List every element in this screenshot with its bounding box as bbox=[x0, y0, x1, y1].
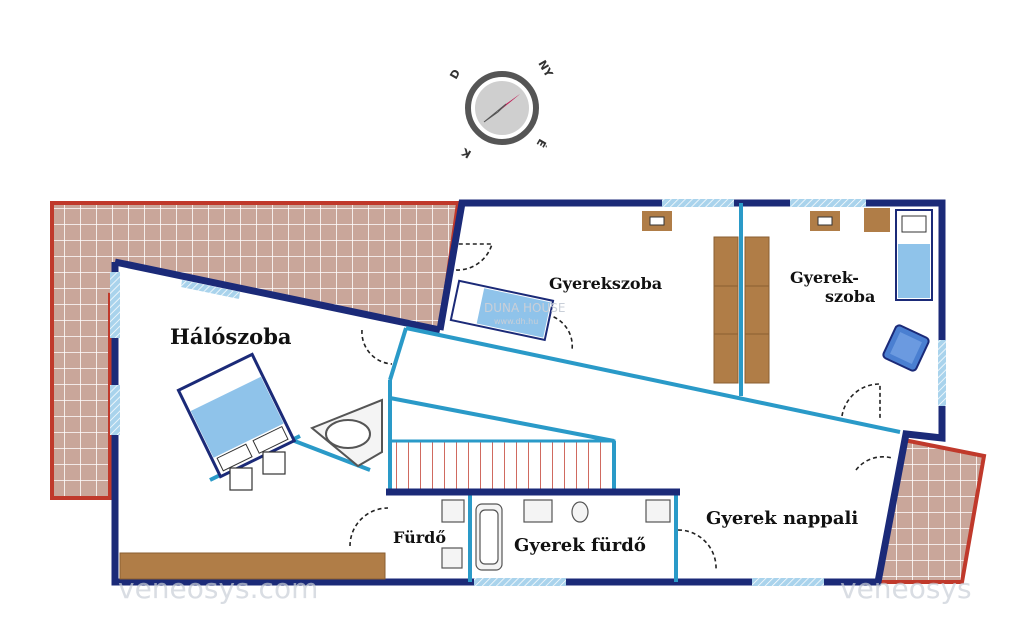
wardrobe-kids-room-2 bbox=[744, 236, 770, 384]
room-label-gyerekszoba-2-line1: Gyerek- bbox=[790, 268, 859, 287]
compass-letter-e: É bbox=[534, 137, 549, 150]
watermark-brand: DUNA HOUSE bbox=[484, 301, 565, 315]
compass-needle-south-icon bbox=[483, 103, 507, 123]
compass-letter-ny: NY bbox=[535, 58, 555, 80]
wardrobe-kids-room-1 bbox=[713, 236, 739, 384]
double-bed bbox=[176, 352, 297, 479]
watermark-site: www.dh.hu bbox=[494, 317, 538, 326]
doors bbox=[349, 243, 893, 571]
armchair-icon bbox=[882, 324, 930, 372]
room-label-gyerekszoba: Gyerekszoba bbox=[549, 274, 662, 293]
windows bbox=[110, 199, 946, 586]
bed-kids-room-2 bbox=[895, 209, 933, 301]
room-label-halo: Hálószoba bbox=[170, 324, 292, 349]
staircase bbox=[388, 439, 616, 494]
corner-bathtub bbox=[310, 398, 383, 468]
room-label-gyerek-furdo: Gyerek fürdő bbox=[514, 535, 646, 556]
bathroom-fixtures bbox=[441, 499, 671, 571]
sinks-bedroom bbox=[229, 451, 286, 491]
watermark-corner-right: veneosys bbox=[840, 572, 972, 605]
room-label-furdo: Fürdő bbox=[393, 528, 446, 547]
room-label-gyerekszoba-2-line2: szoba bbox=[825, 287, 875, 306]
outer-walls bbox=[111, 199, 946, 586]
desk-kids-room-1 bbox=[642, 211, 672, 231]
compass-letter-k: K bbox=[459, 145, 473, 161]
wardrobe-bedroom bbox=[119, 552, 386, 580]
bed-kids-room-1 bbox=[449, 279, 555, 342]
desk-kids-room-2 bbox=[810, 208, 890, 232]
room-label-gyerek-nappali: Gyerek nappali bbox=[706, 508, 858, 529]
compass: NY É K D bbox=[447, 58, 555, 161]
watermark-corner-left: veneosys.com bbox=[118, 572, 318, 605]
compass-letter-d: D bbox=[447, 67, 463, 81]
